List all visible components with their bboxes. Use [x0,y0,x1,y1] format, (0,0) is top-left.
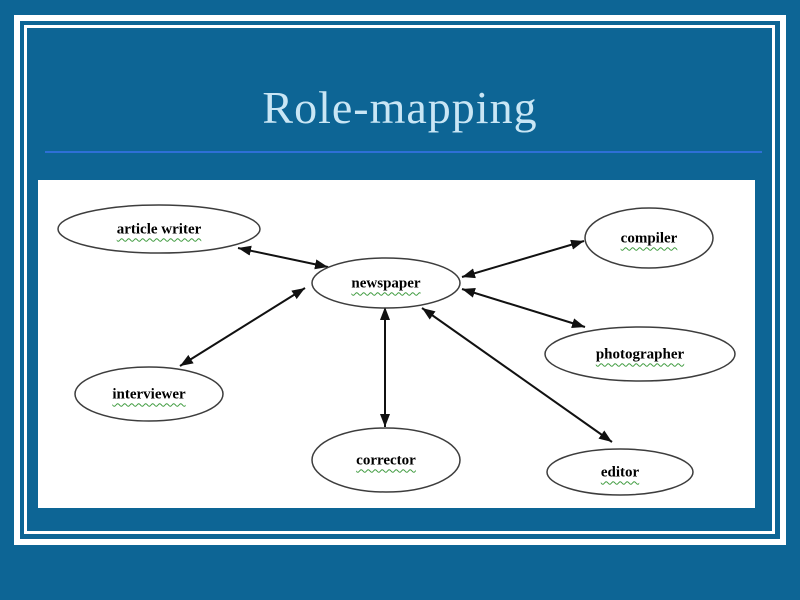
node-label-corrector: corrector [356,452,416,469]
diagram-canvas: article writer newspaper compiler photog… [38,180,755,508]
node-label-compiler: compiler [620,230,678,247]
node-ellipse-article-writer [57,204,261,254]
node-ellipse-newspaper [311,257,461,309]
diagram-svg [57,204,736,496]
node-ellipse-editor [546,448,694,496]
diagram-nodes [57,204,736,496]
node-ellipse-interviewer [74,366,224,422]
edge-photographer-newspaper [461,288,586,328]
node-label-photographer: photographer [595,346,685,363]
node-ellipse-photographer [544,326,736,382]
node-label-editor: editor [600,464,640,481]
node-label-newspaper: newspaper [351,275,421,292]
edge-article-writer-newspaper [237,245,329,270]
edge-compiler-newspaper [461,239,585,279]
node-ellipse-corrector [311,427,461,493]
diagram-edges [179,239,613,443]
edge-editor-newspaper [421,307,613,443]
node-label-article-writer: article writer [116,221,202,238]
slide-frame-inner [24,25,775,534]
slide-frame-outer [14,15,786,545]
slide-title: Role-mapping [262,82,538,133]
title-underline [45,151,762,153]
node-ellipse-compiler [584,207,714,269]
edge-interviewer-newspaper [179,287,306,367]
node-label-interviewer: interviewer [112,386,186,403]
